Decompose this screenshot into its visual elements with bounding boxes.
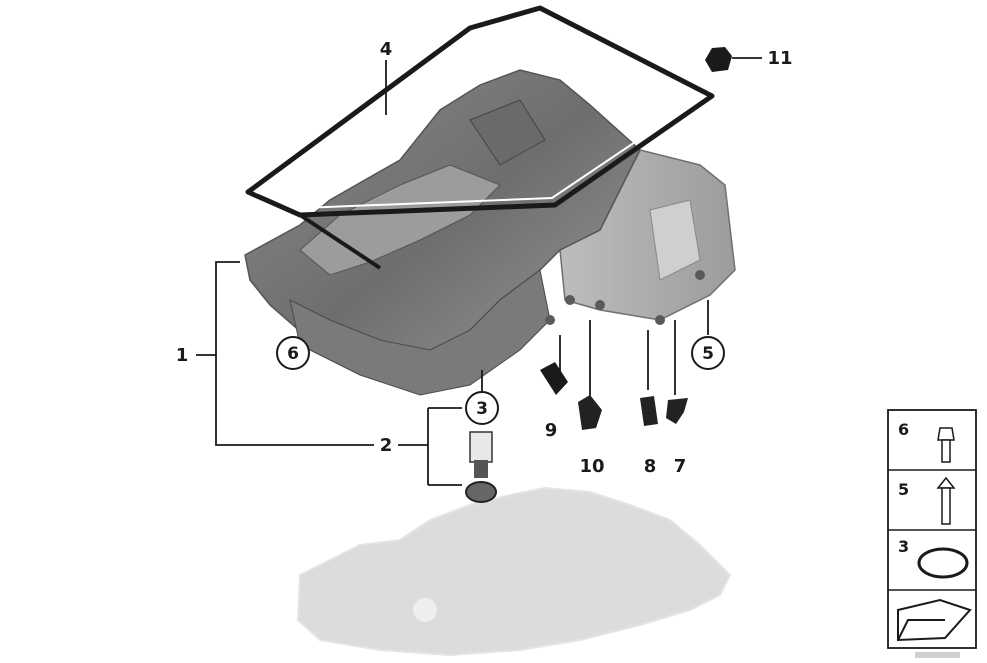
callout-6-label: 6 [287,344,299,364]
legend-row-6-label: 6 [898,420,909,439]
legend-panel: 6 5 3 [887,409,977,649]
callout-10-label: 10 [579,456,604,477]
part-2-drain-plug [465,431,497,503]
bolt-short-icon [937,427,955,463]
faded-pan-silhouette [296,486,732,657]
catalog-code-mark [915,652,960,658]
callout-7-label: 7 [674,456,687,477]
o-ring-icon [917,547,969,579]
callout-1-label: 1 [176,345,189,366]
callout-2-label: 2 [380,435,393,456]
callout-11-label: 11 [767,48,792,69]
faded-drain-hole [413,598,437,622]
gasket [245,5,715,270]
callout-5-label: 5 [702,344,714,364]
part-11-plug [705,47,732,72]
callout-circle-3 [465,391,499,425]
arrow-icon [897,598,972,642]
callout-8-label: 8 [644,456,657,477]
callout-9-label: 9 [545,420,558,441]
part-7-clip [666,398,688,424]
oil-pan [244,69,736,396]
legend-row-3-label: 3 [898,537,909,556]
callout-circle-5 [691,336,725,370]
part-10-bracket [578,395,602,430]
callout-4-label: 4 [380,39,393,60]
part-9-hose [540,362,568,395]
part-8-clip [640,396,658,426]
legend-row-5-label: 5 [898,480,909,499]
bolt-long-icon [936,476,956,525]
callout-3-label: 3 [476,399,488,419]
callout-circle-6 [276,336,310,370]
